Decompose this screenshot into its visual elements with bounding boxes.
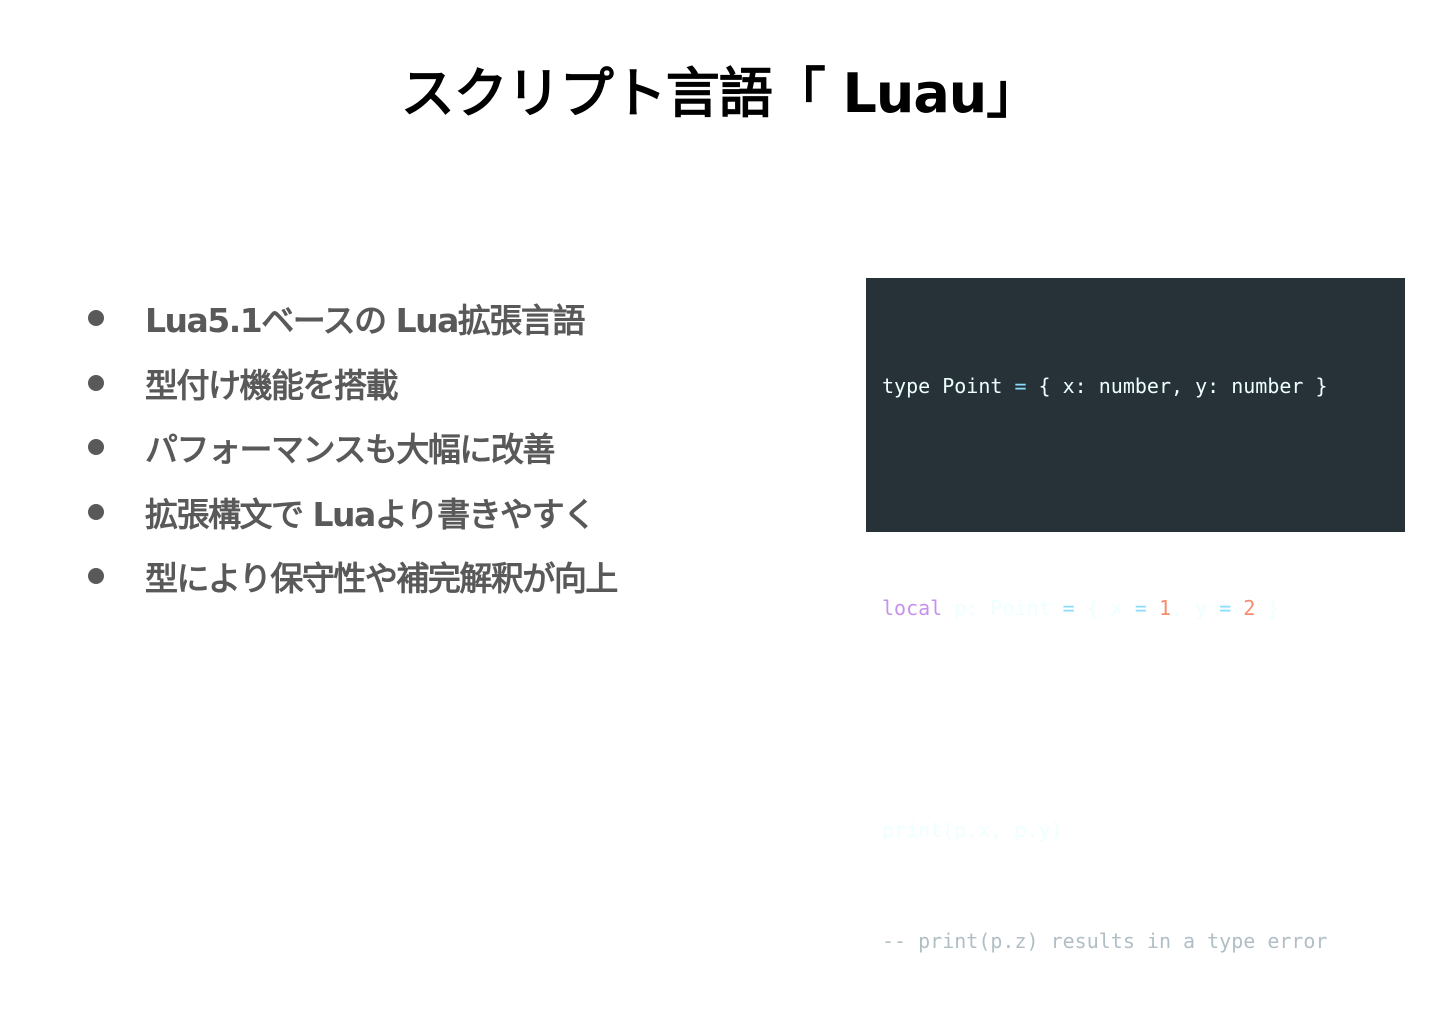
bullet-item: パフォーマンスも大幅に改善	[86, 415, 617, 480]
bullet-item: 型付け機能を搭載	[86, 351, 617, 416]
code-operator: =	[1062, 596, 1075, 620]
bullet-text: パフォーマンスも大幅に改善	[145, 430, 555, 470]
code-line-1: type Point = { x: number, y: number }	[882, 368, 1405, 405]
bullet-dot-icon	[88, 503, 104, 520]
slide: スクリプト言語「 Luau」 Lua5.1ベースの Lua拡張言語 型付け機能を…	[86, 62, 1405, 953]
code-number: 1	[1159, 596, 1172, 620]
code-snippet-panel: type Point = { x: number, y: number } lo…	[866, 278, 1405, 953]
bullet-list: Lua5.1ベースの Lua拡張言語 型付け機能を搭載 パフォーマンスも大幅に改…	[86, 286, 618, 609]
code-token	[1147, 596, 1159, 620]
bullet-item: Lua5.1ベースの Lua拡張言語	[86, 286, 617, 351]
bullet-dot-icon	[88, 439, 104, 456]
code-token	[1231, 596, 1243, 620]
bullet-item: 型により保守性や補完解釈が向上	[86, 544, 618, 609]
code-token: , y	[1171, 596, 1220, 620]
code-operator: =	[1219, 596, 1232, 620]
code-blank-line	[882, 701, 1405, 738]
bullet-item: 拡張構文で Luaより書きやすく	[86, 480, 617, 545]
bullet-text: Lua5.1ベースの Lua拡張言語	[145, 301, 585, 341]
bullet-text: 拡張構文で Luaより書きやすく	[145, 494, 596, 534]
bullet-dot-icon	[88, 568, 104, 585]
code-token: type Point	[882, 374, 1015, 398]
code-keyword: local	[882, 596, 943, 620]
bullet-text: 型付け機能を搭載	[145, 365, 399, 405]
bullet-dot-icon	[88, 310, 104, 327]
code-comment-line: -- print(p.z) results in a type error	[882, 929, 1328, 953]
slide-title: スクリプト言語「 Luau」	[400, 62, 1041, 125]
bullet-dot-icon	[88, 374, 104, 391]
bullet-text: 型により保守性や補完解釈が向上	[145, 559, 618, 599]
code-operator: =	[1134, 596, 1147, 620]
code-token: { x: number, y: number }	[1026, 374, 1328, 398]
code-blank-line	[882, 479, 1405, 516]
code-token: { x	[1074, 596, 1135, 620]
code-token: p: Point	[942, 596, 1063, 620]
code-number: 2	[1243, 596, 1256, 620]
code-operator: =	[1014, 374, 1027, 398]
code-line-3: print(p.x, p.y)	[882, 818, 1063, 842]
code-token: }	[1255, 596, 1280, 620]
code-line-2: local p: Point = { x = 1, y = 2 }	[882, 590, 1405, 627]
